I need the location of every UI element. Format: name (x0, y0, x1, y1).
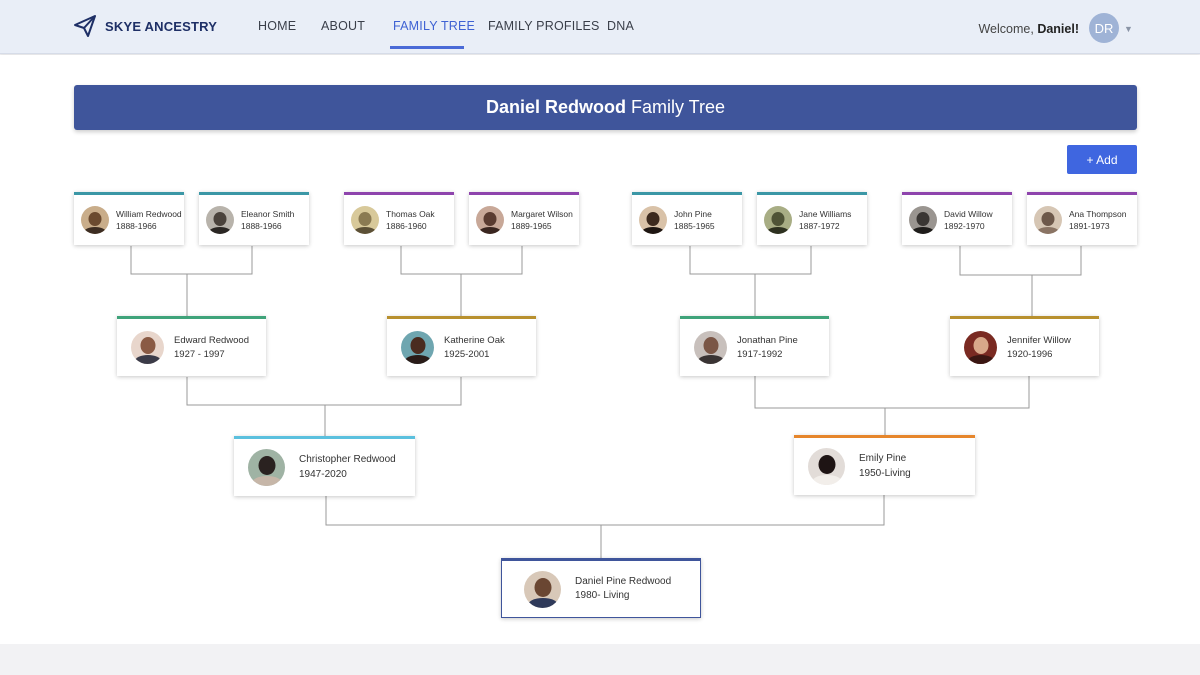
welcome-message: Welcome, Daniel! (978, 22, 1079, 36)
person-dates: 1886-1960 (386, 221, 427, 231)
page-title-name: Daniel Redwood (485, 97, 626, 117)
person-card-edward-redwood[interactable]: Edward Redwood 1927 - 1997 (117, 316, 266, 376)
person-name: Edward Redwood (174, 334, 249, 346)
person-name: Jane Williams (799, 208, 852, 219)
person-name: Ana Thompson (1069, 208, 1127, 219)
nav-dna[interactable]: DNA (607, 19, 634, 33)
person-name: Jennifer Willow (1007, 334, 1071, 346)
add-member-button[interactable]: + Add (1067, 145, 1137, 174)
person-dates: 1892-1970 (944, 221, 985, 231)
page-title-banner: Daniel Redwood Family Tree (74, 85, 1137, 130)
person-photo (694, 331, 727, 364)
person-dates: 1885-1965 (674, 221, 715, 231)
person-name: Eleanor Smith (241, 208, 295, 219)
person-card-margaret-wilson[interactable]: Margaret Wilson 1889-1965 (469, 192, 579, 245)
person-dates: 1925-2001 (444, 348, 490, 360)
person-name: Daniel Pine Redwood (575, 575, 672, 587)
person-photo (81, 206, 109, 234)
person-dates: 1917-1992 (737, 348, 783, 360)
person-card-thomas-oak[interactable]: Thomas Oak 1886-1960 (344, 192, 454, 245)
person-name: John Pine (674, 208, 712, 219)
person-photo (808, 448, 845, 485)
nav-home[interactable]: HOME (258, 19, 297, 33)
person-photo (476, 206, 504, 234)
person-photo (524, 570, 561, 608)
person-photo (964, 331, 997, 364)
person-photo (764, 206, 792, 234)
person-dates: 1888-1966 (241, 221, 282, 231)
person-card-jennifer-willow[interactable]: Jennifer Willow 1920-1996 (950, 316, 1099, 376)
person-photo (1034, 206, 1062, 234)
person-card-jonathan-pine[interactable]: Jonathan Pine 1917-1992 (680, 316, 829, 376)
person-dates: 1891-1973 (1069, 221, 1110, 231)
nav-about[interactable]: ABOUT (321, 19, 366, 33)
user-avatar[interactable]: DR (1089, 13, 1119, 43)
active-tab-indicator (390, 46, 464, 49)
brand-name: SKYE ANCESTRY (105, 18, 218, 34)
person-card-daniel-pine-redwood[interactable]: Daniel Pine Redwood 1980- Living (501, 558, 701, 618)
person-name: David Willow (944, 208, 993, 219)
person-dates: 1920-1996 (1007, 348, 1053, 360)
person-dates: 1980- Living (575, 590, 630, 601)
person-dates: 1888-1966 (116, 221, 157, 231)
person-name: Jonathan Pine (737, 334, 798, 346)
person-card-david-willow[interactable]: David Willow 1892-1970 (902, 192, 1012, 245)
top-navigation-bar: SKYE ANCESTRY HOME ABOUT FAMILY TREE FAM… (0, 0, 1200, 54)
person-dates: 1950-Living (859, 467, 911, 479)
person-name: William Redwood (116, 208, 182, 219)
person-photo (401, 331, 434, 364)
paper-plane-icon (74, 15, 96, 37)
person-photo (909, 206, 937, 234)
person-card-john-pine[interactable]: John Pine 1885-1965 (632, 192, 742, 245)
nav-family-tree[interactable]: FAMILY TREE (393, 19, 476, 33)
person-card-eleanor-smith[interactable]: Eleanor Smith 1888-1966 (199, 192, 309, 245)
person-name: Thomas Oak (386, 208, 435, 219)
person-name: Margaret Wilson (511, 208, 573, 219)
person-photo (131, 331, 164, 364)
person-dates: 1947-2020 (299, 468, 347, 480)
page-title-suffix: Family Tree (630, 97, 726, 117)
person-name: Emily Pine (859, 453, 907, 464)
person-card-emily-pine[interactable]: Emily Pine 1950-Living (794, 435, 975, 495)
person-card-ana-thompson[interactable]: Ana Thompson 1891-1973 (1027, 192, 1137, 245)
person-photo (248, 449, 285, 486)
person-photo (206, 206, 234, 234)
brand-logo[interactable]: SKYE ANCESTRY (73, 14, 217, 38)
person-card-katherine-oak[interactable]: Katherine Oak 1925-2001 (387, 316, 536, 376)
page-footer (0, 644, 1200, 675)
welcome-username: Daniel! (1037, 22, 1079, 36)
person-name: Christopher Redwood (299, 454, 396, 465)
person-dates: 1927 - 1997 (174, 348, 225, 360)
person-dates: 1889-1965 (511, 221, 552, 231)
welcome-prefix: Welcome, (978, 22, 1038, 36)
chevron-down-icon[interactable]: ▼ (1124, 24, 1133, 34)
person-photo (639, 206, 667, 234)
nav-family-profiles[interactable]: FAMILY PROFILES (488, 19, 600, 33)
person-card-jane-williams[interactable]: Jane Williams 1887-1972 (757, 192, 867, 245)
person-dates: 1887-1972 (799, 221, 840, 231)
person-photo (351, 206, 379, 234)
person-card-christopher-redwood[interactable]: Christopher Redwood 1947-2020 (234, 436, 415, 496)
person-name: Katherine Oak (444, 334, 505, 346)
person-card-william-redwood[interactable]: William Redwood 1888-1966 (74, 192, 184, 245)
